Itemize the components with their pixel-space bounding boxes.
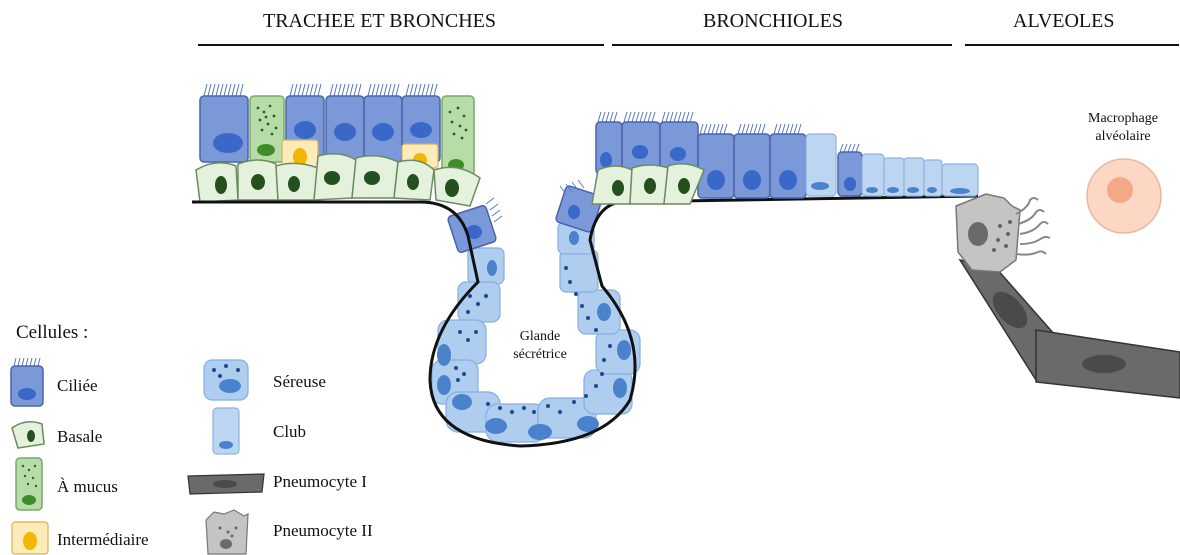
trachea-epithelium xyxy=(196,84,480,206)
bronchiole-epithelium xyxy=(592,112,978,204)
legend-icons xyxy=(11,358,264,554)
gland-label: Glande sécrétrice xyxy=(498,328,582,364)
alveolar-region xyxy=(956,159,1180,398)
gland-label-line2: sécrétrice xyxy=(498,346,582,364)
secretory-gland xyxy=(192,180,978,446)
legend-title: Cellules : xyxy=(16,322,88,344)
macrophage-label-line2: alvéolaire xyxy=(1068,128,1178,146)
macrophage-label-line1: Macrophage xyxy=(1068,110,1178,128)
legend-item-ciliated: Ciliée xyxy=(57,376,98,396)
macrophage-label: Macrophage alvéolaire xyxy=(1068,110,1178,146)
legend-item-serous: Séreuse xyxy=(273,372,326,392)
legend-item-pneumocyte1: Pneumocyte I xyxy=(273,472,367,492)
legend-item-mucus: À mucus xyxy=(57,477,118,497)
legend-item-basal: Basale xyxy=(57,427,102,447)
gland-label-line1: Glande xyxy=(498,328,582,346)
legend-item-pneumocyte2: Pneumocyte II xyxy=(273,521,373,541)
legend-item-club: Club xyxy=(273,422,306,442)
legend-item-intermediate: Intermédiaire xyxy=(57,530,149,550)
ciliated-nucleus xyxy=(213,133,243,153)
